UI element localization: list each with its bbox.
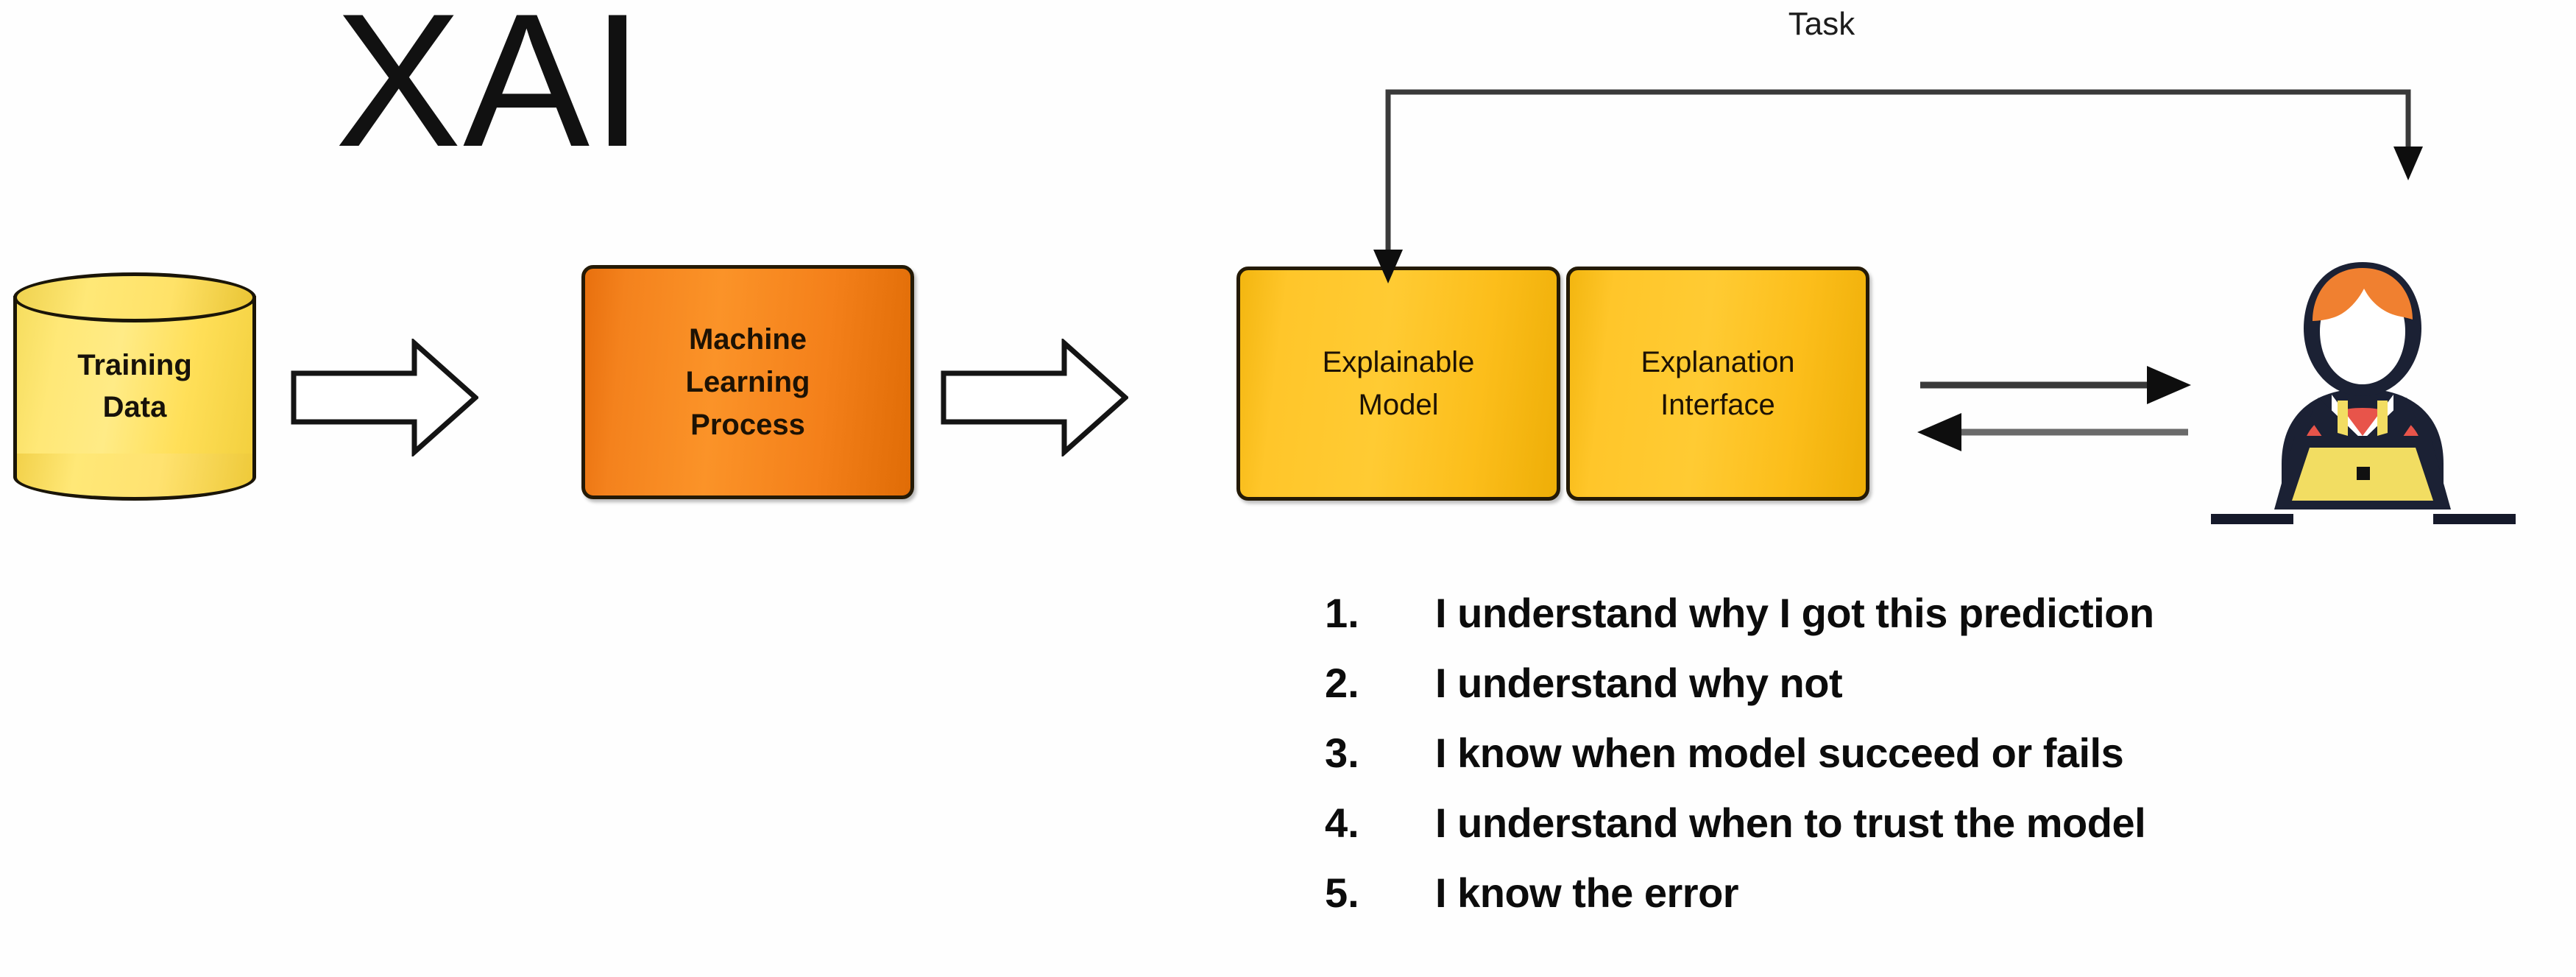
list-item: 1. I understand why I got this predictio… bbox=[1325, 589, 2502, 659]
person-at-laptop-icon bbox=[2208, 243, 2517, 552]
page-title: XAI bbox=[335, 0, 645, 186]
list-item-number: 3. bbox=[1325, 730, 1359, 776]
explainable-model-label: Explainable Model bbox=[1323, 341, 1475, 426]
training-data-line-1: Training bbox=[77, 349, 192, 382]
cylinder-bottom-ellipse bbox=[13, 454, 256, 501]
list-item: 3. I know when model succeed or fails bbox=[1325, 729, 2502, 799]
list-item-number: 1. bbox=[1325, 590, 1359, 636]
list-item-text: I understand why I got this prediction bbox=[1435, 590, 2154, 636]
list-item-text: I know the error bbox=[1435, 870, 1739, 916]
ml-process-label: Machine Learning Process bbox=[686, 318, 810, 446]
node-machine-learning-process: Machine Learning Process bbox=[581, 265, 914, 499]
task-bracket-arrow-icon bbox=[1340, 70, 2458, 283]
node-explainable-model: Explainable Model bbox=[1236, 267, 1560, 501]
list-item: 5. I know the error bbox=[1325, 869, 2502, 939]
list-item-text: I understand when to trust the model bbox=[1435, 800, 2146, 846]
list-item: 4. I understand when to trust the model bbox=[1325, 799, 2502, 869]
list-item-number: 5. bbox=[1325, 870, 1359, 916]
benefits-list: 1. I understand why I got this predictio… bbox=[1325, 589, 2502, 939]
node-explanation-interface: Explanation Interface bbox=[1566, 267, 1869, 501]
ml-process-line-3: Process bbox=[690, 409, 805, 441]
block-arrow-right-icon bbox=[291, 339, 478, 456]
cylinder-top-ellipse bbox=[13, 272, 256, 322]
node-training-data: Training Data bbox=[13, 272, 256, 501]
task-edge-label: Task bbox=[1788, 6, 1855, 42]
list-item-number: 2. bbox=[1325, 660, 1359, 706]
database-cylinder-icon bbox=[13, 296, 256, 477]
training-data-line-2: Data bbox=[102, 391, 167, 423]
list-item-number: 4. bbox=[1325, 800, 1359, 846]
list-item-text: I understand why not bbox=[1435, 660, 1843, 706]
bidirectional-arrow-icon bbox=[1910, 350, 2197, 468]
ml-process-line-2: Learning bbox=[685, 366, 810, 398]
training-data-label: Training Data bbox=[13, 272, 256, 501]
block-arrow-right-icon-2 bbox=[941, 339, 1128, 456]
list-item: 2. I understand why not bbox=[1325, 659, 2502, 729]
ml-process-line-1: Machine bbox=[688, 323, 807, 356]
explainable-model-line-1: Explainable bbox=[1322, 346, 1475, 378]
explanation-interface-line-1: Explanation bbox=[1641, 346, 1795, 378]
explanation-interface-label: Explanation Interface bbox=[1641, 341, 1794, 426]
list-item-text: I know when model succeed or fails bbox=[1435, 730, 2124, 776]
explainable-model-line-2: Model bbox=[1358, 389, 1439, 421]
explanation-interface-line-2: Interface bbox=[1660, 389, 1775, 421]
